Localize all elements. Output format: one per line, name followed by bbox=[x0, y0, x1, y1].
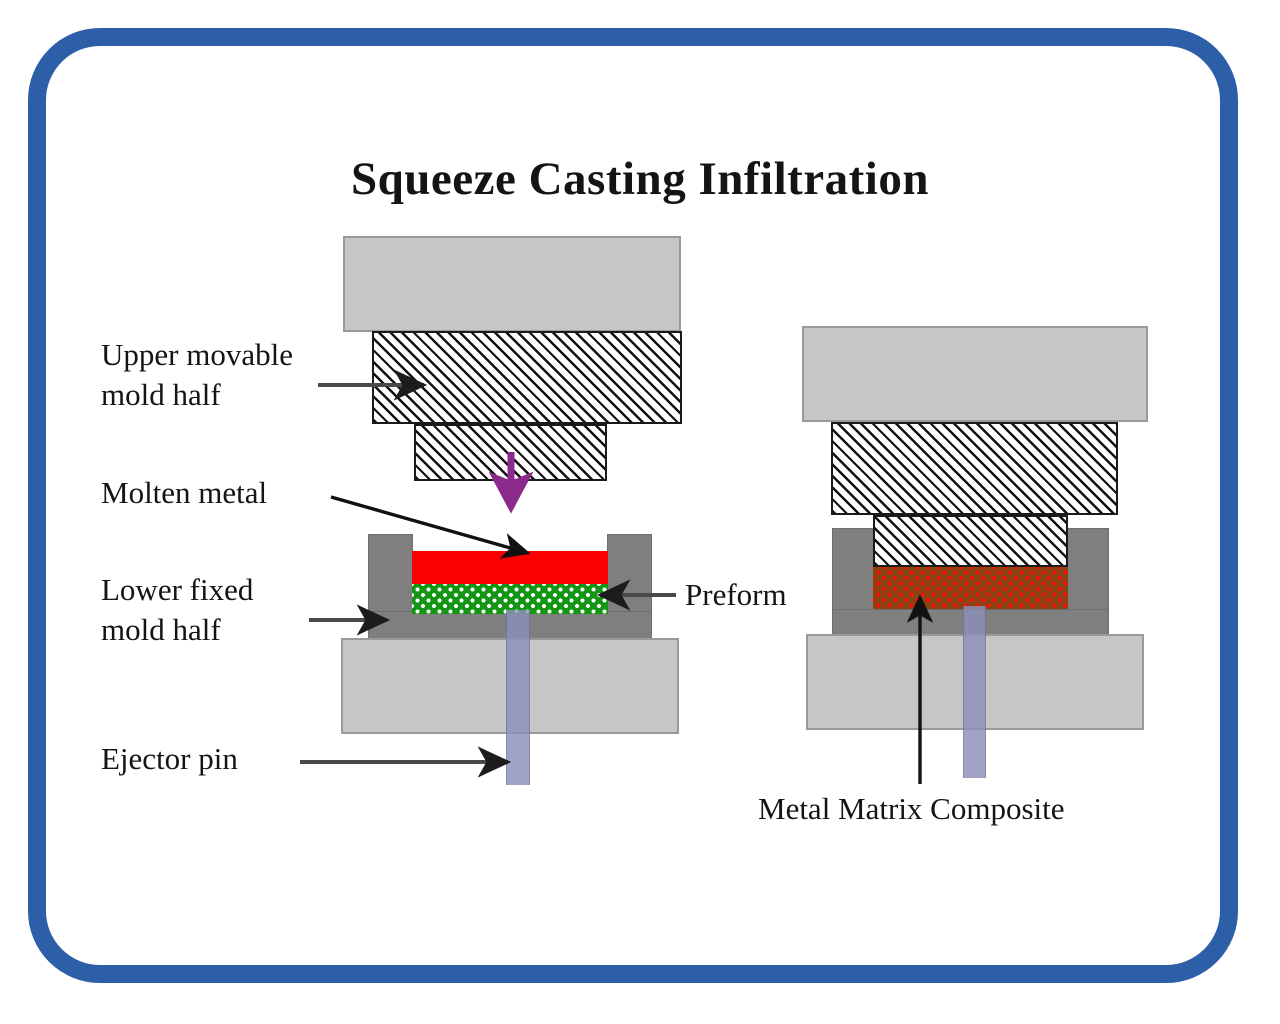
label-preform: Preform bbox=[685, 577, 787, 612]
right-upper-movable-mold-block bbox=[831, 422, 1118, 515]
left-upper-platen-plate bbox=[343, 236, 681, 332]
left-ejector-pin bbox=[506, 610, 530, 785]
left-upper-movable-mold-block bbox=[372, 331, 682, 424]
right-upper-platen-plate bbox=[802, 326, 1148, 422]
left-upper-punch bbox=[414, 424, 607, 481]
label-lower-fixed-mold-half: Lower fixed mold half bbox=[101, 572, 254, 647]
label-ejector-pin: Ejector pin bbox=[101, 741, 238, 776]
right-metal-matrix-composite-layer bbox=[873, 567, 1068, 609]
label-metal-matrix-composite: Metal Matrix Composite bbox=[758, 791, 1065, 826]
left-molten-metal-layer bbox=[412, 551, 608, 584]
right-ejector-pin bbox=[963, 606, 986, 778]
label-upper-movable-mold-half: Upper movable mold half bbox=[101, 337, 293, 412]
right-upper-punch bbox=[873, 515, 1068, 567]
page-title: Squeeze Casting Infiltration bbox=[351, 153, 929, 205]
left-preform-layer bbox=[412, 584, 608, 614]
label-molten-metal: Molten metal bbox=[101, 475, 268, 510]
